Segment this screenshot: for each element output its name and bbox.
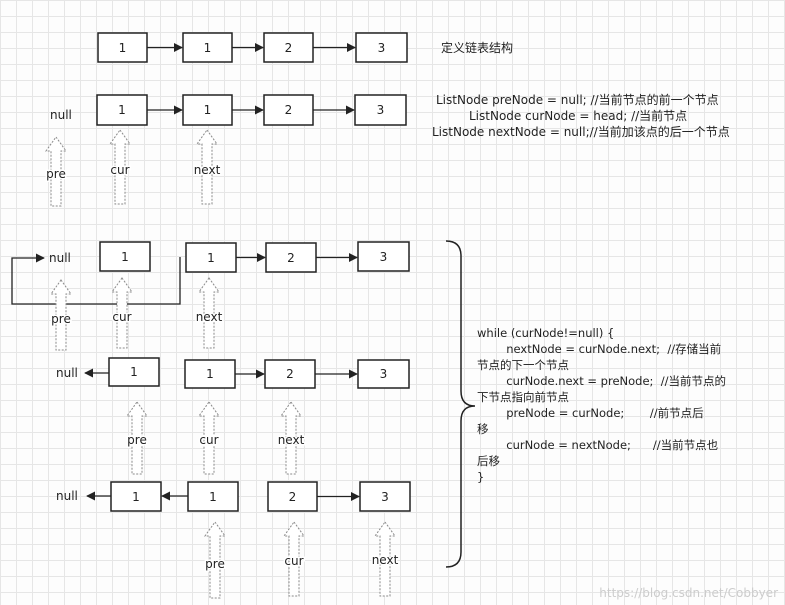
loop-code-line-4: curNode.next = preNode; //当前节点的 [477,374,726,388]
row5-cur-pointer-icon [283,521,305,597]
row2-code-line-2: ListNode curNode = head; //当前节点 [469,108,687,123]
row4-cur-pointer-icon [198,401,220,475]
row2-next-pointer-icon [196,129,218,205]
row3-pre-label: pre [51,312,71,326]
row5-node-3 [267,481,318,512]
row2-node-2 [182,94,233,126]
row3-cut-link [11,253,181,305]
row3-list: null 1 1 2 3 [11,241,410,305]
row5-node-3-label: 2 [289,490,297,504]
row2-pre-label: pre [46,167,66,181]
loop-code-line-10: } [477,470,484,484]
row4-pre-pointer-icon [126,401,148,475]
row3-null-label: null [49,251,71,265]
row3-next-pointer-icon [198,277,220,349]
row2-list: null 1 1 2 3 [50,94,407,126]
row2-cur-label: cur [110,163,129,177]
loop-code-line-2: nextNode = curNode.next; //存储当前 [477,342,721,356]
row5-node-4 [359,481,411,512]
row3-node-4 [357,241,410,272]
row4-null-label: null [56,366,78,380]
row5-pre-label: pre [205,557,225,571]
row1-node-2-label: 1 [204,41,212,55]
row5-cur-label: cur [284,554,303,568]
row5-node-2 [187,481,239,512]
row1-list: 1 1 2 3 [97,32,408,63]
row4-node-4-label: 3 [380,367,388,381]
row5-node-2-label: 1 [209,490,217,504]
row3-cur-label: cur [112,310,131,324]
row5-next-label: next [372,553,399,567]
row5-list: null 1 1 2 3 [56,481,411,512]
row5-next-pointer-icon [374,521,396,597]
row4-next-pointer-icon [280,401,302,475]
row3-cur-pointer-icon [111,277,133,349]
row1-node-4-label: 3 [378,41,386,55]
loop-brace [445,240,476,568]
row1-node-4 [355,32,408,63]
row1-node-3-label: 2 [285,41,293,55]
row4-node-3-label: 2 [286,367,294,381]
row4-node-1-label: 1 [130,365,138,379]
row4-list: null 1 1 2 3 [56,357,410,389]
loop-code-line-5: 下节点指向前节点 [477,390,569,404]
loop-code-block: while (curNode!=null) { nextNode = curNo… [477,326,726,484]
row5-pre-pointer-icon [204,521,226,599]
row2-null-label: null [50,108,72,122]
row4-cur-label: cur [199,433,218,447]
row1-node-1-label: 1 [119,41,127,55]
row2-node-2-label: 1 [204,103,212,117]
row4-next-label: next [278,433,305,447]
row3-node-4-label: 3 [380,250,388,264]
row3-node-1-label: 1 [121,250,129,264]
row1-caption: 定义链表结构 [441,40,513,55]
row3-node-1 [99,241,151,272]
row4-node-4 [357,359,410,389]
row5-node-4-label: 3 [381,490,389,504]
watermark: https://blog.csdn.net/Cobbyer [599,586,778,600]
loop-code-line-9: 后移 [477,454,500,468]
row4-node-2 [184,359,236,389]
row3-pre-pointer-icon [50,279,72,351]
row2-code-line-1: ListNode preNode = null; //当前节点的前一个节点 [436,92,719,107]
row3-node-3 [265,242,317,273]
row3-node-2 [185,242,237,273]
row4-pre-label: pre [127,433,147,447]
row2-node-3-label: 2 [285,103,293,117]
row1-node-2 [182,32,233,63]
row3-next-label: next [196,310,223,324]
row2-next-label: next [194,163,221,177]
row4-node-2-label: 1 [206,367,214,381]
row1-node-1 [97,32,148,63]
row4-node-1 [108,357,160,387]
loop-code-line-1: while (curNode!=null) { [477,326,614,340]
row5-node-1 [110,481,162,512]
row2-node-4-label: 3 [377,103,385,117]
row2-pre-pointer-icon [45,136,67,207]
row2-cur-pointer-icon [109,129,131,205]
row2-code-line-3: ListNode nextNode = null;//当前加该点的后一个节点 [432,124,730,139]
row2-node-1 [96,94,148,126]
row2-node-4 [354,94,407,126]
loop-code-line-7: 移 [477,422,489,436]
loop-code-line-3: 节点的下一个节点 [477,358,569,372]
loop-code-line-6: preNode = curNode; //前节点后 [477,406,704,420]
row5-null-label: null [56,489,78,503]
row1-node-3 [263,32,314,63]
loop-code-line-8: curNode = nextNode; //当前节点也 [477,438,718,452]
row5-node-1-label: 1 [132,490,140,504]
row2-node-1-label: 1 [118,103,126,117]
row3-node-2-label: 1 [207,251,215,265]
row3-node-3-label: 2 [287,251,295,265]
